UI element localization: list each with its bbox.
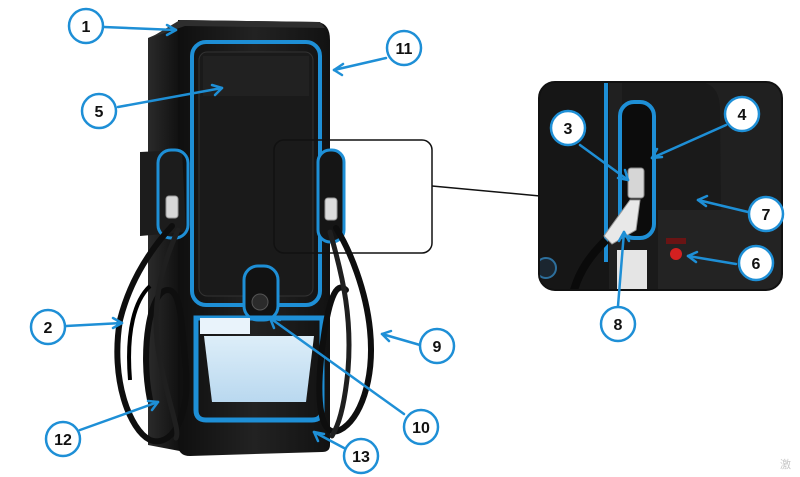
callout-8-label: 8 [614,317,623,334]
callout-7: 7 [747,195,785,233]
arrow-12 [78,400,160,432]
arrow-3-head [616,168,630,182]
zoom-leader-line [431,185,541,197]
storage-pocket [204,336,314,402]
arrow-10-head [268,316,282,330]
left-holster-housing [140,150,186,236]
arrow-11-head [332,62,345,77]
inset-side-bubble [539,257,557,279]
right-charging-cable [316,225,374,435]
arrow-7 [696,198,750,214]
callout-13-label: 13 [352,449,370,466]
arrow-13 [312,430,346,450]
arrow-4 [650,123,728,160]
right-connector [324,197,338,221]
callout-6-label: 6 [752,256,761,273]
arrow-12-head [146,399,160,412]
callout-5: 5 [80,92,118,130]
arrow-2-head [111,316,124,330]
callout-12: 12 [44,420,82,458]
callout-3-label: 3 [564,121,573,138]
callout-arrows [64,23,750,450]
callout-11-label: 11 [396,41,413,58]
pocket-top-shelf [200,318,250,334]
callout-5-label: 5 [95,104,104,121]
arrow-6 [686,254,738,266]
arrow-1 [102,25,178,32]
charger-top-cap [150,20,325,38]
watermark-text: 激 [780,457,791,471]
inset-emergency-button [670,248,682,260]
card-reader [242,264,280,322]
right-cable-strand [327,229,352,439]
callout-7-label: 7 [762,207,771,224]
callout-8: 8 [599,305,637,343]
arrow-13-head [312,430,326,443]
arrow-8 [616,230,626,308]
inset-screen-edge [604,82,608,262]
callout-11: 11 [385,29,423,67]
callout-4-label: 4 [738,107,747,124]
callout-1: 1 [67,7,105,45]
inset-button-label [666,238,686,244]
callout-9: 9 [418,327,456,365]
callout-13: 13 [342,437,380,475]
zoom-frame [273,139,433,254]
callout-2: 2 [29,308,67,346]
charger-unit [114,20,374,456]
arrow-9 [380,332,422,347]
callout-2-label: 2 [44,320,53,337]
callout-10-label: 10 [412,420,430,437]
card-reader-sensor [251,293,269,311]
left-connector [165,195,179,219]
callout-6: 6 [737,244,775,282]
inset-border [538,81,783,291]
arrow-5 [116,86,224,109]
arrow-6-head [686,250,699,264]
callout-9-label: 9 [433,339,442,356]
callout-1-label: 1 [82,19,91,36]
right-holster [316,148,346,244]
arrow-7-head [696,194,709,208]
inset-connector-grip [627,167,645,199]
callout-10: 10 [402,408,440,446]
arrow-8-head [617,230,631,243]
left-cable-strand [153,227,181,441]
arrow-4-head [650,147,664,160]
callout-12-label: 12 [54,432,72,449]
callout-4: 4 [723,95,761,133]
inset-cable [570,237,609,290]
arrow-1-head [165,23,178,37]
arrow-10 [268,316,406,416]
arrow-3 [578,143,630,182]
arrow-11 [332,56,388,72]
arrow-5-head [210,83,224,97]
left-cable-coil [127,284,152,381]
callout-3: 3 [549,109,587,147]
arrow-9-head [380,329,393,343]
arrow-2 [64,321,124,328]
